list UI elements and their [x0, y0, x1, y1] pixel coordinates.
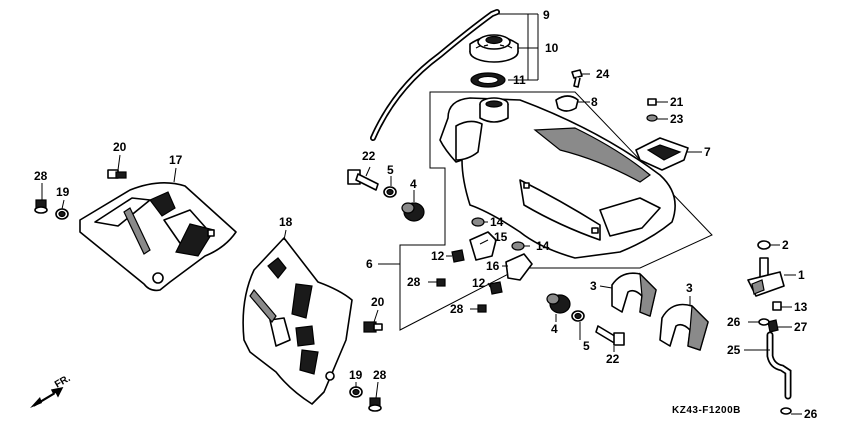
washer-14-right: [511, 241, 525, 251]
bolt-20-lower: [363, 321, 383, 333]
collar-5-lower: [571, 310, 585, 322]
rubber-4-upper: [401, 202, 425, 222]
leader-lines: [41, 73, 802, 415]
bolt-28-upper: [436, 278, 446, 287]
washer-23: [646, 114, 658, 122]
callout-28-lower: 28: [450, 302, 464, 316]
bolt-21: [647, 98, 657, 106]
bolt-28-upper-left: [34, 199, 48, 214]
clip-26-upper: [758, 318, 770, 326]
collar-5-upper: [383, 186, 397, 198]
callout-19-upper: 19: [56, 185, 70, 199]
breather-tube: [370, 9, 500, 141]
callout-28-lower-left: 28: [373, 368, 387, 382]
cushion-8: [555, 95, 579, 112]
callout-15: 15: [494, 230, 508, 244]
callout-12-upper: 12: [431, 249, 445, 263]
bolt-28-lower-left: [368, 397, 382, 412]
callout-12-lower: 12: [472, 276, 486, 290]
cap-gasket: [470, 72, 506, 88]
rubber-4-lower: [546, 293, 571, 314]
bolt-22-upper: [347, 169, 379, 191]
diagram-code: KZ43-F1200B: [672, 405, 741, 416]
fuel-tank: [439, 97, 676, 259]
screw-27: [767, 319, 779, 333]
bolt-24: [571, 69, 583, 88]
callout-27: 27: [794, 320, 808, 334]
callout-14-left: 14: [490, 215, 504, 229]
stay-16: [505, 253, 533, 281]
callout-3-left: 3: [590, 279, 597, 293]
callout-22-lower: 22: [606, 352, 620, 366]
radiator-shroud-17: [79, 182, 237, 292]
callout-26-upper: 26: [727, 315, 741, 329]
callout-10: 10: [545, 41, 559, 55]
front-direction-arrow: FR.: [30, 373, 73, 408]
bolt-28-lower: [477, 304, 487, 313]
callout-20-upper: 20: [113, 140, 127, 154]
nut-12-lower: [489, 281, 503, 295]
callout-2: 2: [782, 238, 789, 252]
nut-12-upper: [451, 249, 465, 263]
fuel-hose-25: [766, 331, 792, 400]
callout-18: 18: [279, 215, 293, 229]
bolt-20-upper: [107, 169, 127, 179]
rubber-clip-3-left: [611, 272, 657, 317]
fuel-cap: [469, 34, 519, 63]
clip-26-lower: [780, 407, 792, 415]
rubber-clip-3-right: [659, 303, 709, 351]
callout-8: 8: [591, 95, 598, 109]
callout-28-upper: 28: [407, 275, 421, 289]
screw-13: [772, 301, 782, 311]
callout-21: 21: [670, 95, 684, 109]
washer-14-left: [471, 217, 485, 227]
callout-22-upper: 22: [362, 149, 376, 163]
valve-washer-2: [757, 240, 771, 250]
callout-7: 7: [704, 145, 711, 159]
callout-14-right: 14: [536, 239, 550, 253]
callout-26-lower: 26: [804, 407, 818, 421]
callout-23: 23: [670, 112, 684, 126]
washer-19-lower: [349, 386, 363, 398]
callout-19-lower: 19: [349, 368, 363, 382]
callout-11: 11: [513, 73, 526, 87]
callout-20-lower: 20: [371, 295, 385, 309]
callout-5-upper: 5: [387, 163, 394, 177]
radiator-shroud-18: [242, 237, 353, 405]
callout-3-right: 3: [686, 281, 693, 295]
band-7: [635, 137, 689, 171]
callout-1: 1: [798, 268, 805, 282]
callout-25: 25: [727, 343, 741, 357]
callout-4-lower: 4: [551, 322, 558, 336]
stay-15: [469, 231, 497, 261]
washer-19-upper: [55, 208, 69, 220]
callout-5-lower: 5: [583, 339, 590, 353]
callout-24: 24: [596, 67, 610, 81]
callout-6: 6: [366, 257, 373, 271]
callout-4-upper: 4: [410, 177, 417, 191]
callout-13: 13: [794, 300, 808, 314]
callout-16: 16: [486, 259, 500, 273]
bolt-22-lower: [595, 325, 625, 346]
direction-label: FR.: [53, 373, 73, 391]
callout-9: 9: [543, 8, 550, 22]
fuel-valve-1: [747, 257, 785, 297]
callout-labels: 9 10 11 24 8 21 23 7 22 5 4 6 14 15 14 1…: [34, 8, 818, 421]
callout-17: 17: [169, 153, 183, 167]
callout-28-upper-left: 28: [34, 169, 48, 183]
